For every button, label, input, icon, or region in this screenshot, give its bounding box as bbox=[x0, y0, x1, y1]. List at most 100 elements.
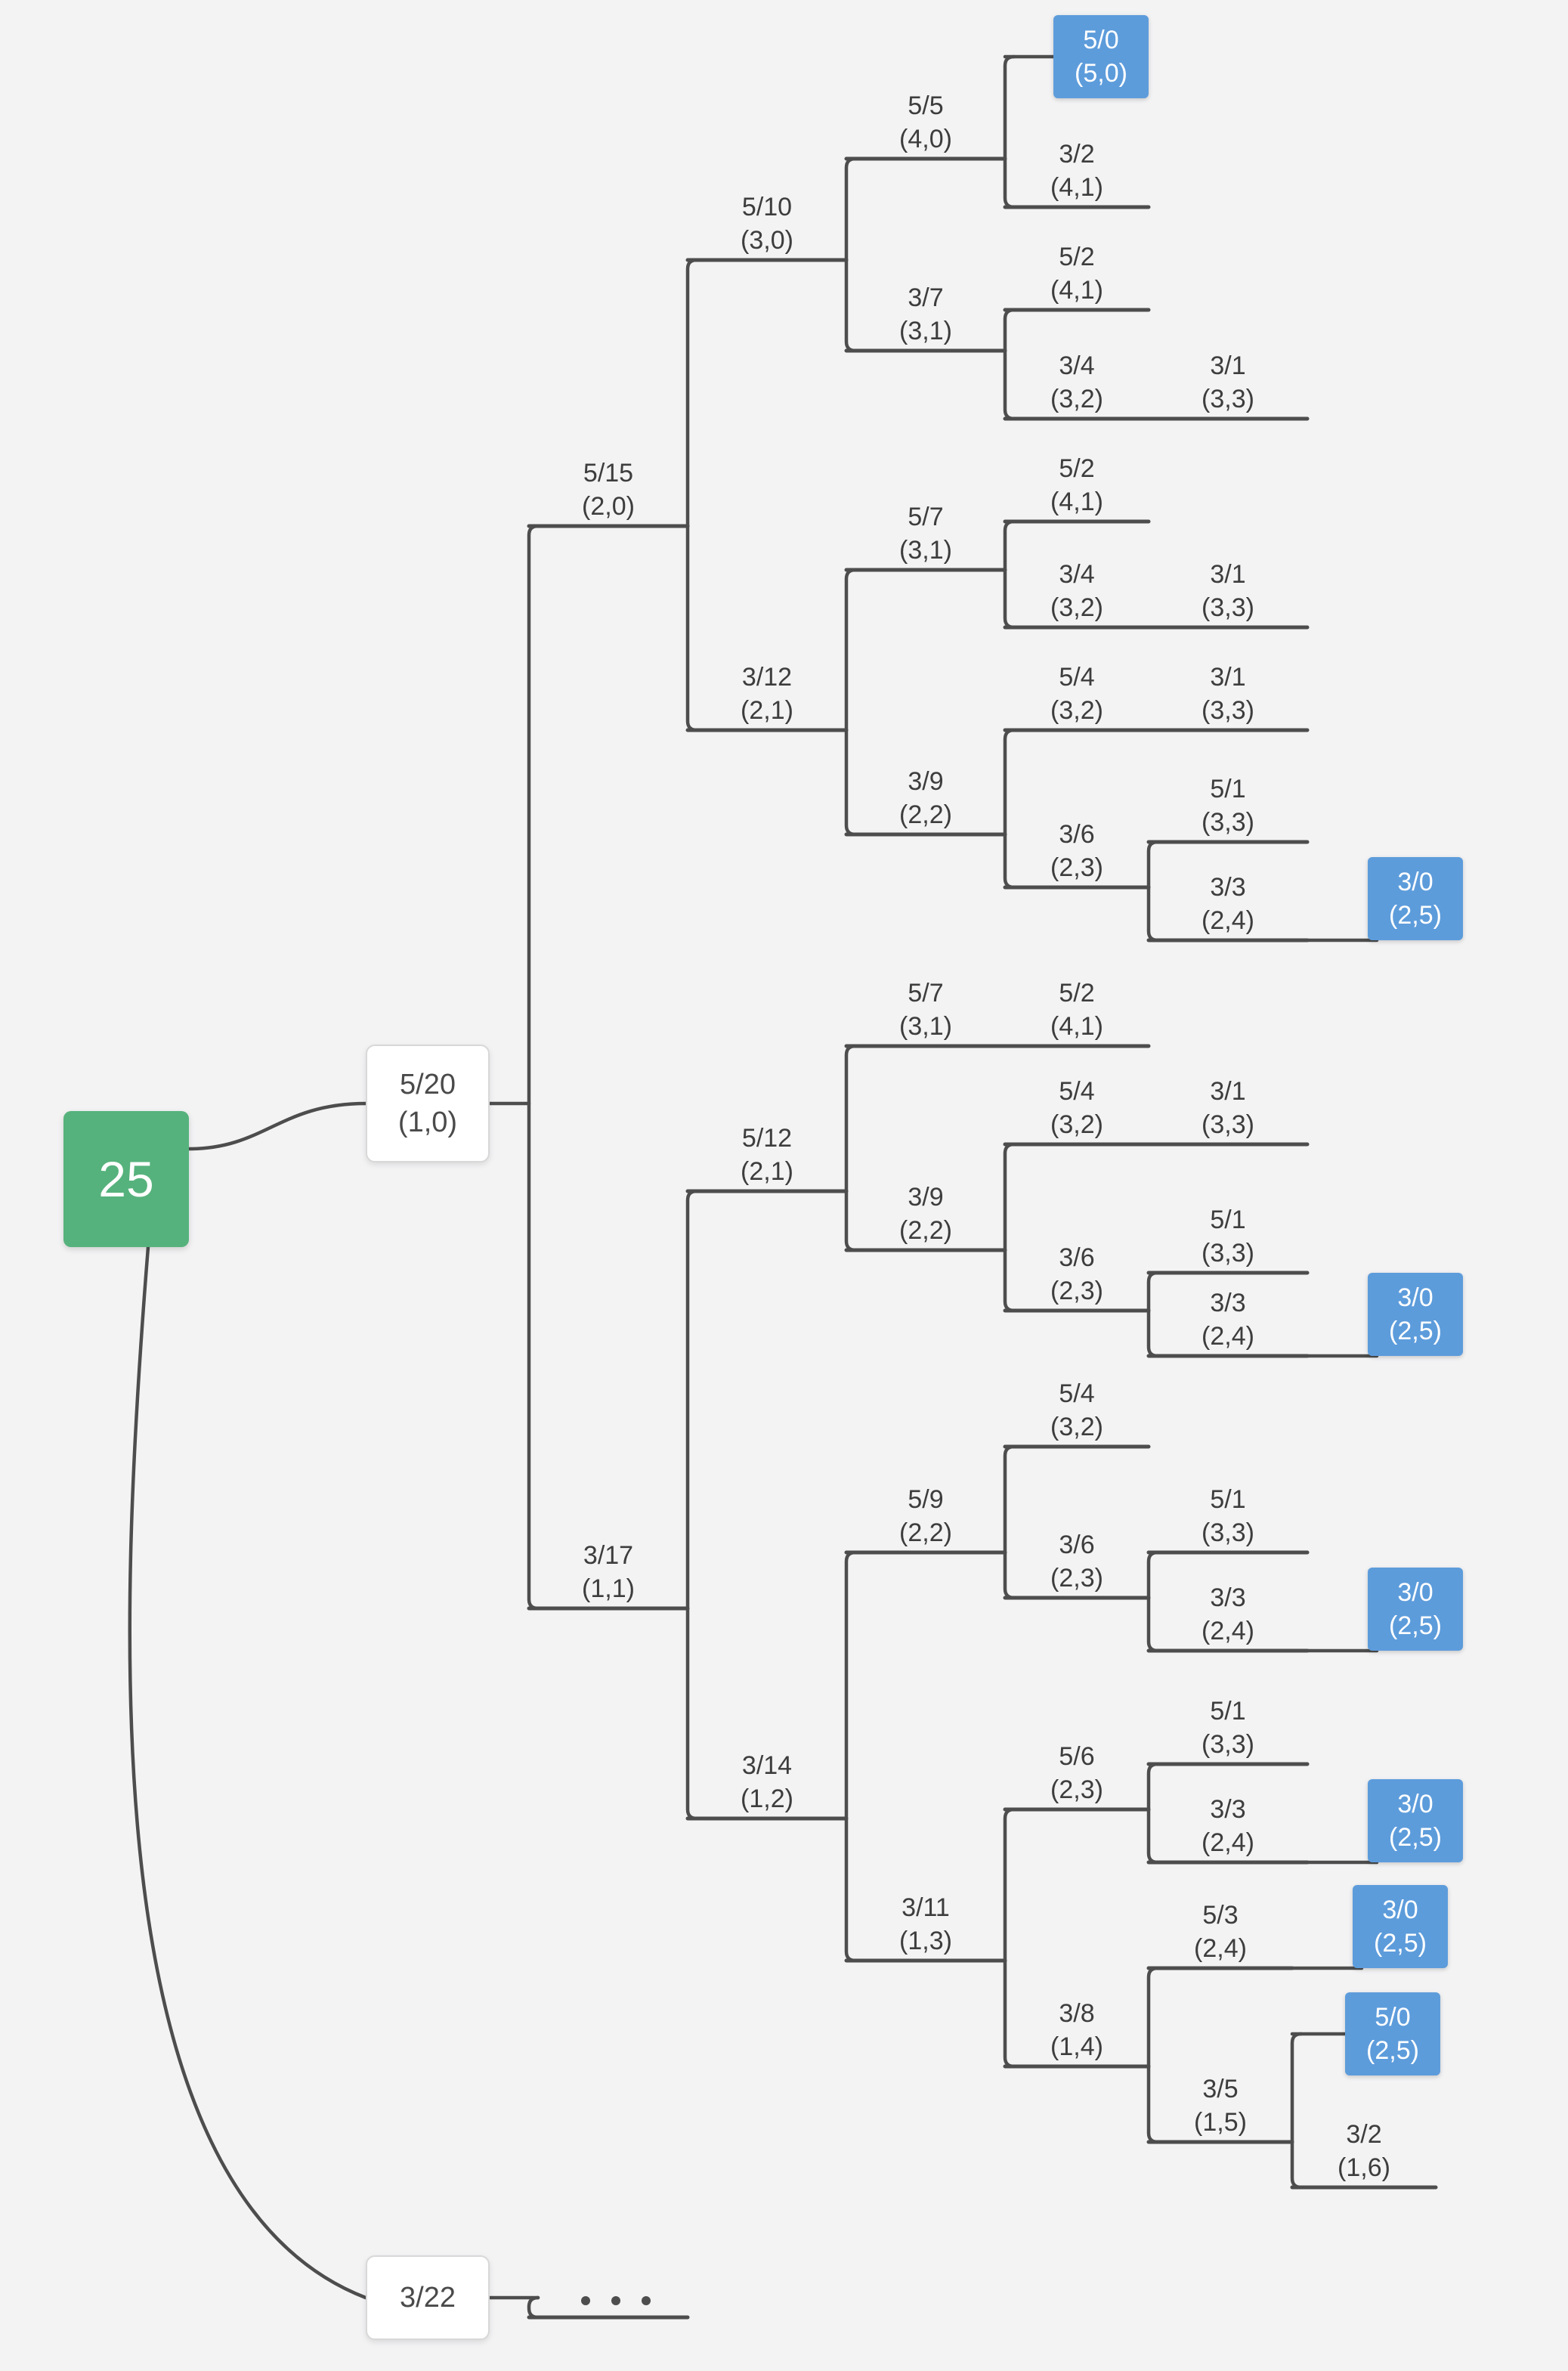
tree-node-n312[interactable]: 3/12(2,1) bbox=[688, 655, 846, 727]
tree-node-n34a[interactable]: 3/4(3,2) bbox=[1005, 343, 1149, 416]
node-state: (1,6) bbox=[1338, 2153, 1390, 2182]
node-state: (4,0) bbox=[899, 125, 952, 153]
tree-node-n33c[interactable]: 3/3(2,4) bbox=[1149, 1575, 1307, 1648]
tree-node-n31d[interactable]: 3/1(3,3) bbox=[1149, 1069, 1307, 1141]
node-value: 5/0 bbox=[1083, 26, 1119, 54]
node-value: 3/4 bbox=[1059, 560, 1095, 589]
node-state: (2,5) bbox=[1389, 1823, 1442, 1852]
node-value: 3/1 bbox=[1210, 663, 1246, 692]
node-value: 3/22 bbox=[400, 2282, 456, 2314]
node-state: (2,3) bbox=[1050, 853, 1103, 882]
tree-node-n317[interactable]: 3/17(1,1) bbox=[529, 1533, 688, 1605]
node-value: 3/9 bbox=[908, 767, 944, 796]
node-state: (2,4) bbox=[1202, 906, 1254, 935]
tree-node-n36c[interactable]: 3/6(2,3) bbox=[1005, 1522, 1149, 1595]
tree-node-n31b[interactable]: 3/1(3,3) bbox=[1149, 552, 1307, 624]
tree-node-n33d[interactable]: 3/3(2,4) bbox=[1149, 1787, 1307, 1859]
node-state: (2,5) bbox=[1389, 901, 1442, 930]
tree-node-n512[interactable]: 5/12(2,1) bbox=[688, 1116, 846, 1188]
tree-node-n35[interactable]: 3/5(1,5) bbox=[1149, 2066, 1292, 2139]
node-state: (1,2) bbox=[741, 1784, 793, 1813]
node-state: (3,2) bbox=[1050, 593, 1103, 622]
node-value: 3/4 bbox=[1059, 351, 1095, 380]
node-value: 3/7 bbox=[908, 283, 944, 312]
node-value: 3/6 bbox=[1059, 1243, 1095, 1272]
tree-node-b30b[interactable]: 3/0 (2,5) bbox=[1368, 1273, 1463, 1356]
tree-node-b30a[interactable]: 3/0(2,5) bbox=[1368, 857, 1463, 940]
tree-node-n32a[interactable]: 3/2 (4,1) bbox=[1005, 132, 1149, 204]
tree-connector bbox=[1003, 308, 1016, 421]
node-state: (2,4) bbox=[1202, 1617, 1254, 1645]
tree-node-n37[interactable]: 3/7(3,1) bbox=[846, 275, 1005, 348]
tree-node-w322[interactable]: 3/22 bbox=[366, 2255, 490, 2340]
tree-node-n510[interactable]: 5/10 (3,0) bbox=[688, 184, 846, 257]
tree-node-n51c[interactable]: 5/1(3,3) bbox=[1149, 1477, 1307, 1549]
tree-connector bbox=[527, 2295, 540, 2320]
tree-node-n39a[interactable]: 3/9(2,2) bbox=[846, 759, 1005, 831]
tree-node-n31c[interactable]: 3/1(3,3) bbox=[1149, 655, 1307, 727]
tree-node-n54c[interactable]: 5/4(3,2) bbox=[1005, 1371, 1149, 1444]
node-value: 5/4 bbox=[1059, 1379, 1095, 1408]
tree-connector bbox=[685, 1189, 699, 1821]
tree-node-n36a[interactable]: 3/6 (2,3) bbox=[1005, 812, 1149, 884]
tree-node-n56[interactable]: 5/6(2,3) bbox=[1005, 1734, 1149, 1806]
tree-node-n52c[interactable]: 5/2(4,1) bbox=[1005, 970, 1149, 1043]
tree-node-n33b[interactable]: 3/3(2,4) bbox=[1149, 1280, 1307, 1353]
node-value: 3/6 bbox=[1059, 820, 1095, 849]
tree-node-n53[interactable]: 5/3(2,4) bbox=[1149, 1893, 1292, 1965]
tree-node-b50a[interactable]: 5/0(5,0) bbox=[1053, 15, 1149, 98]
node-state: (2,2) bbox=[899, 1216, 952, 1245]
node-value: 5/0 bbox=[1375, 2003, 1411, 2032]
node-state: (2,4) bbox=[1202, 1828, 1254, 1857]
tree-node-n51b[interactable]: 5/1(3,3) bbox=[1149, 1197, 1307, 1270]
node-value: 3/5 bbox=[1202, 2075, 1239, 2103]
tree-node-n54b[interactable]: 5/4(3,2) bbox=[1005, 1069, 1149, 1141]
node-value: 3/11 bbox=[902, 1893, 950, 1922]
tree-node-b30d[interactable]: 3/0(2,5) bbox=[1368, 1779, 1463, 1862]
tree-node-n36b[interactable]: 3/6(2,3) bbox=[1005, 1235, 1149, 1308]
node-value: 3/14 bbox=[741, 1751, 793, 1780]
tree-node-n34b[interactable]: 3/4 (3,2) bbox=[1005, 552, 1149, 624]
tree-node-n59[interactable]: 5/9(2,2) bbox=[846, 1477, 1005, 1549]
node-state: (3,3) bbox=[1202, 1730, 1254, 1759]
node-value: 5/2 bbox=[1059, 454, 1095, 483]
tree-node-n51a[interactable]: 5/1(3,3) bbox=[1149, 766, 1307, 839]
node-value: 3/1 bbox=[1210, 351, 1246, 380]
tree-node-n57b[interactable]: 5/7(3,1) bbox=[846, 970, 1005, 1043]
tree-node-n39b[interactable]: 3/9(2,2) bbox=[846, 1175, 1005, 1247]
tree-node-n314[interactable]: 3/14 (1,2) bbox=[688, 1743, 846, 1815]
tree-connector bbox=[1146, 840, 1160, 943]
tree-node-n32b[interactable]: 3/2(1,6) bbox=[1292, 2112, 1436, 2184]
tree-node-n52a[interactable]: 5/2(4,1) bbox=[1005, 234, 1149, 307]
tree-node-n38[interactable]: 3/8(1,4) bbox=[1005, 1991, 1149, 2063]
tree-node-n54a[interactable]: 5/4(3,2) bbox=[1005, 655, 1149, 727]
tree-node-w520[interactable]: 5/20(1,0) bbox=[366, 1045, 490, 1162]
tree-node-b30c[interactable]: 3/0(2,5) bbox=[1368, 1568, 1463, 1651]
tree-connector bbox=[1146, 1966, 1160, 2144]
node-value: 3/2 bbox=[1059, 140, 1095, 169]
node-value: 3/0 bbox=[1397, 1283, 1433, 1312]
node-state: (4,1) bbox=[1050, 173, 1103, 202]
tree-node-n52b[interactable]: 5/2(4,1) bbox=[1005, 446, 1149, 518]
tree-node-n31a[interactable]: 3/1(3,3) bbox=[1149, 343, 1307, 416]
node-state: (1,0) bbox=[397, 1107, 458, 1138]
tree-node-root25[interactable]: 25 bbox=[63, 1111, 189, 1247]
tree-node-n51d[interactable]: 5/1(3,3) bbox=[1149, 1688, 1307, 1761]
tree-node-n515[interactable]: 5/15(2,0) bbox=[529, 450, 688, 523]
node-value: 5/10 bbox=[741, 193, 793, 221]
tree-node-n33a[interactable]: 3/3(2,4) bbox=[1149, 865, 1307, 937]
ellipsis-dot bbox=[642, 2296, 651, 2305]
node-state: (3,1) bbox=[899, 536, 952, 565]
tree-node-n57a[interactable]: 5/7(3,1) bbox=[846, 494, 1005, 567]
tree-node-b30e[interactable]: 3/0(2,5) bbox=[1353, 1885, 1448, 1968]
node-state: (2,5) bbox=[1389, 1317, 1442, 1345]
node-value: 5/1 bbox=[1210, 1206, 1246, 1234]
tree-node-n55[interactable]: 5/5(4,0) bbox=[846, 83, 1005, 156]
node-state: (3,0) bbox=[741, 226, 793, 255]
tree-node-b50b[interactable]: 5/0(2,5) bbox=[1345, 1992, 1440, 2075]
node-state: (2,4) bbox=[1202, 1322, 1254, 1351]
tree-node-n311[interactable]: 3/11(1,3) bbox=[846, 1885, 1005, 1958]
